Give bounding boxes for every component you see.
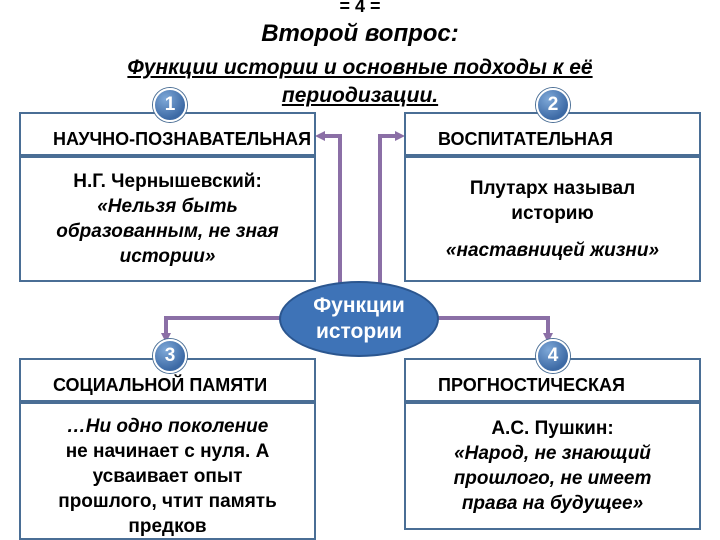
function-2-line: историю bbox=[511, 202, 594, 224]
center-line-2: истории bbox=[315, 320, 403, 343]
center-line-1: Функции bbox=[313, 294, 405, 317]
title: Второй вопрос: bbox=[261, 20, 459, 47]
arrow-to-function-3 bbox=[161, 316, 300, 343]
function-3-header-text: СОЦИАЛЬНОЙ ПАМЯТИ bbox=[53, 375, 268, 395]
function-2-content: Плутарх называл историю «наставницей жиз… bbox=[404, 156, 701, 282]
function-1-content: Н.Г. Чернышевский: «Нельзя быть образова… bbox=[19, 156, 316, 282]
function-2-header-text: ВОСПИТАТЕЛЬНАЯ bbox=[438, 129, 613, 149]
function-1-line: «Нельзя быть bbox=[97, 196, 238, 217]
function-2-line: «наставницей жизни» bbox=[445, 239, 660, 261]
function-4-line: А.С. Пушкин: bbox=[491, 418, 614, 439]
function-4-header-text: ПРОГНОСТИЧЕСКАЯ bbox=[438, 375, 625, 395]
arrow-to-function-1 bbox=[315, 131, 342, 290]
function-1-header-text: НАУЧНО-ПОЗНАВАТЕЛЬНАЯ bbox=[53, 129, 312, 149]
function-1-line: истории» bbox=[119, 246, 216, 267]
function-2-number-badge: 2 bbox=[536, 88, 570, 122]
function-4-line: «Народ, не знающий bbox=[454, 443, 651, 464]
function-3-number-badge: 3 bbox=[153, 339, 187, 373]
function-3-line: предков bbox=[128, 516, 207, 537]
function-3-line: не начинает с нуля. А bbox=[65, 441, 270, 462]
function-4-number-badge: 4 bbox=[536, 339, 570, 373]
function-1-number-badge: 1 bbox=[153, 88, 187, 122]
function-3-content: …Ни одно поколение не начинает с нуля. А… bbox=[19, 402, 316, 540]
function-1-line: Н.Г. Чернышевский: bbox=[73, 171, 262, 192]
function-3-line: …Ни одно поколение bbox=[66, 416, 269, 437]
functions-center-oval: Функции истории bbox=[279, 281, 439, 357]
function-3-line: усваивает опыт bbox=[92, 466, 243, 487]
function-1-line: образованным, не зная bbox=[56, 221, 279, 242]
page-number: = 4 = bbox=[339, 0, 381, 16]
function-4-line: прошлого, не имеет bbox=[453, 468, 652, 489]
subtitle-text: Функции истории и основные подходы к её … bbox=[127, 56, 593, 107]
function-2-line: Плутарх называл bbox=[469, 177, 636, 199]
subtitle: Функции истории и основные подходы к её … bbox=[60, 54, 660, 110]
arrow-to-function-2 bbox=[378, 131, 405, 290]
function-3-line: прошлого, чтит память bbox=[58, 491, 277, 512]
arrow-to-function-4 bbox=[420, 316, 553, 343]
function-4-content: А.С. Пушкин: «Народ, не знающий прошлого… bbox=[404, 402, 701, 530]
function-4-line: права на будущее» bbox=[461, 493, 644, 514]
